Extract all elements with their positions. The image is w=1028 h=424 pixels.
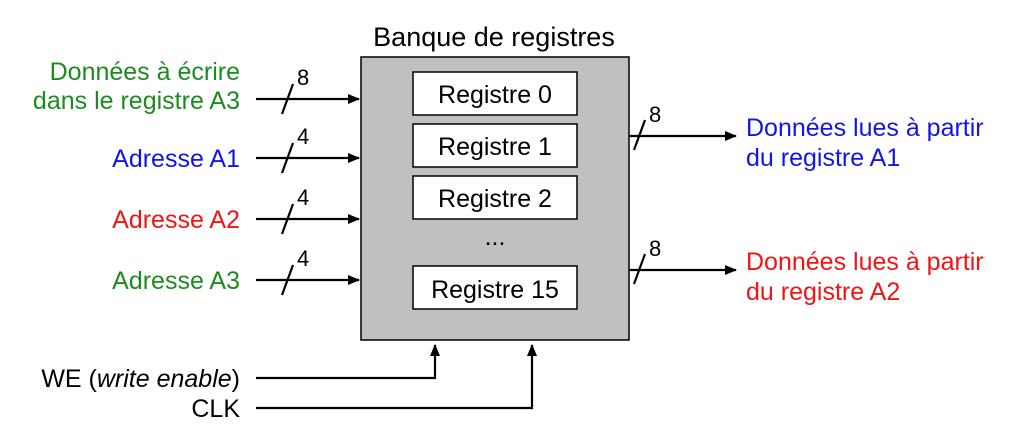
output-read-data-2: 8 Données lues à partir du registre A2	[629, 236, 984, 306]
write-data-label-line1: Données à écrire	[50, 58, 240, 86]
write-data-bus-width: 8	[297, 65, 309, 90]
address-a1-label: Adresse A1	[112, 145, 240, 173]
address-a2-label: Adresse A2	[112, 206, 240, 234]
input-address-a2: Adresse A2 4	[112, 185, 360, 235]
register-2: Registre 2	[412, 175, 578, 220]
register-15-label: Registre 15	[431, 276, 559, 304]
output-read-data-1: 8 Données lues à partir du registre A1	[629, 102, 984, 172]
input-address-a3: Adresse A3 4	[112, 246, 360, 296]
address-a3-label: Adresse A3	[112, 267, 240, 295]
register-0: Registre 0	[412, 71, 578, 116]
register-15: Registre 15	[412, 265, 578, 310]
we-label: WE (write enable)	[41, 365, 240, 393]
read-data-1-label-line2: du registre A1	[746, 144, 900, 172]
register-2-label: Registre 2	[438, 185, 552, 213]
address-a3-bus-width: 4	[297, 246, 309, 271]
clk-label: CLK	[191, 395, 240, 423]
register-0-label: Registre 0	[438, 81, 552, 109]
input-write-data: Données à écrire dans le registre A3 8	[33, 58, 360, 115]
control-clock: CLK	[191, 344, 537, 423]
address-a2-bus-width: 4	[297, 185, 309, 210]
diagram-title: Banque de registres	[373, 22, 615, 52]
input-address-a1: Adresse A1 4	[112, 124, 360, 174]
register-1-label: Registre 1	[438, 133, 552, 161]
control-write-enable: WE (write enable)	[41, 344, 440, 393]
write-data-label-line2: dans le registre A3	[33, 87, 240, 115]
read-data-2-bus-width: 8	[649, 236, 661, 261]
register-ellipsis: ...	[485, 223, 506, 251]
address-a1-bus-width: 4	[297, 124, 309, 149]
read-data-2-label-line1: Données lues à partir	[746, 248, 984, 276]
read-data-2-label-line2: du registre A2	[746, 278, 900, 306]
register-1: Registre 1	[412, 123, 578, 168]
read-data-1-label-line1: Données lues à partir	[746, 114, 984, 142]
read-data-1-bus-width: 8	[649, 102, 661, 127]
